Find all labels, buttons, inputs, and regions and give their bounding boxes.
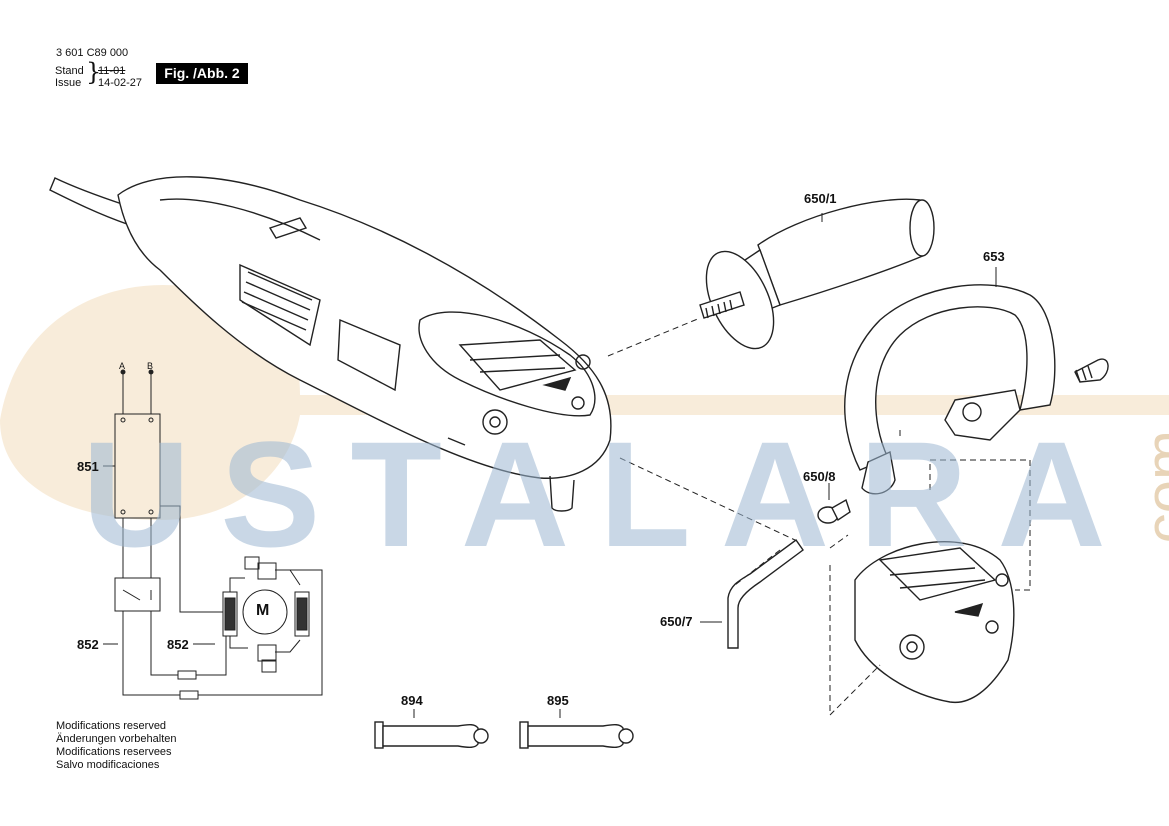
note-line: Änderungen vorbehalten — [56, 733, 177, 745]
part-label-894: 894 — [401, 693, 423, 708]
part-label-851: 851 — [77, 459, 99, 474]
note-line: Modifications reservees — [56, 746, 172, 758]
part-label-650-8: 650/8 — [803, 469, 836, 484]
wiring-schematic — [114, 369, 323, 700]
part-label-852-left: 852 — [77, 637, 99, 652]
terminal-b-label: B — [147, 361, 154, 371]
new-date: 14-02-27 — [98, 77, 143, 89]
motor-label: M — [256, 602, 270, 619]
screw-650-8 — [817, 498, 851, 524]
part-label-650-1: 650/1 — [804, 191, 837, 206]
bow-handle — [844, 284, 1109, 495]
part-number: 3 601 C89 000 — [56, 47, 129, 59]
side-handle — [699, 198, 935, 350]
issue-label: Issue — [55, 77, 82, 89]
part-label-852-right: 852 — [167, 637, 189, 652]
hex-key — [727, 539, 804, 649]
watermark-text: USTALARA — [82, 410, 1136, 578]
angle-grinder — [49, 176, 612, 512]
note-line: Salvo modificaciones — [56, 759, 160, 771]
terminal-a-label: A — [119, 361, 126, 371]
modification-notes: Modifications reserved Änderungen vorbeh… — [56, 720, 176, 772]
note-line: Modifications reserved — [56, 720, 167, 732]
leader-lines — [103, 213, 1031, 718]
brace-glyph: } — [86, 58, 102, 86]
part-label-650-7: 650/7 — [660, 614, 693, 629]
old-date: 11-01 — [98, 65, 126, 77]
part-label-653: 653 — [983, 249, 1005, 264]
figure-label: Fig. /Abb. 2 — [156, 63, 248, 84]
watermark-suffix: .com — [1133, 429, 1169, 560]
stand-label: Stand — [55, 65, 84, 77]
gear-housing — [854, 541, 1015, 704]
part-label-895: 895 — [547, 693, 569, 708]
grease-tubes — [374, 721, 634, 749]
